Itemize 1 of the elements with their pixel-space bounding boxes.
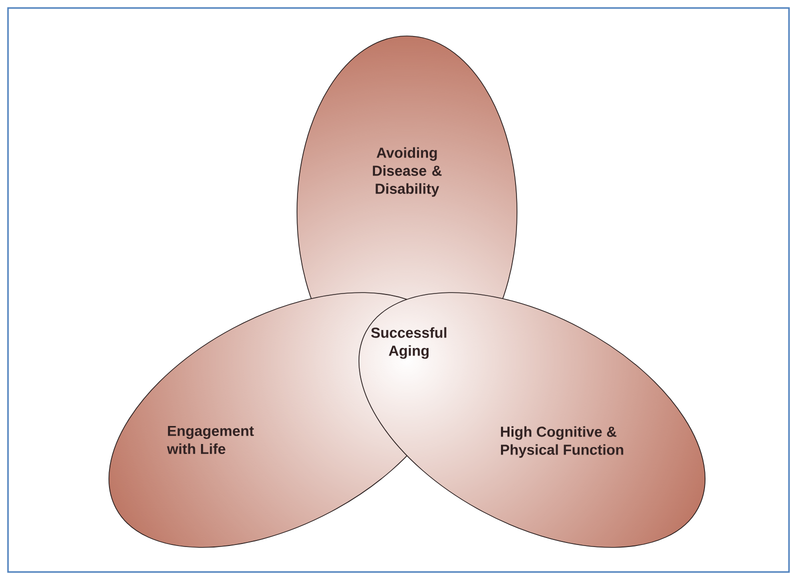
- overlap-label: Successful Aging: [371, 327, 446, 359]
